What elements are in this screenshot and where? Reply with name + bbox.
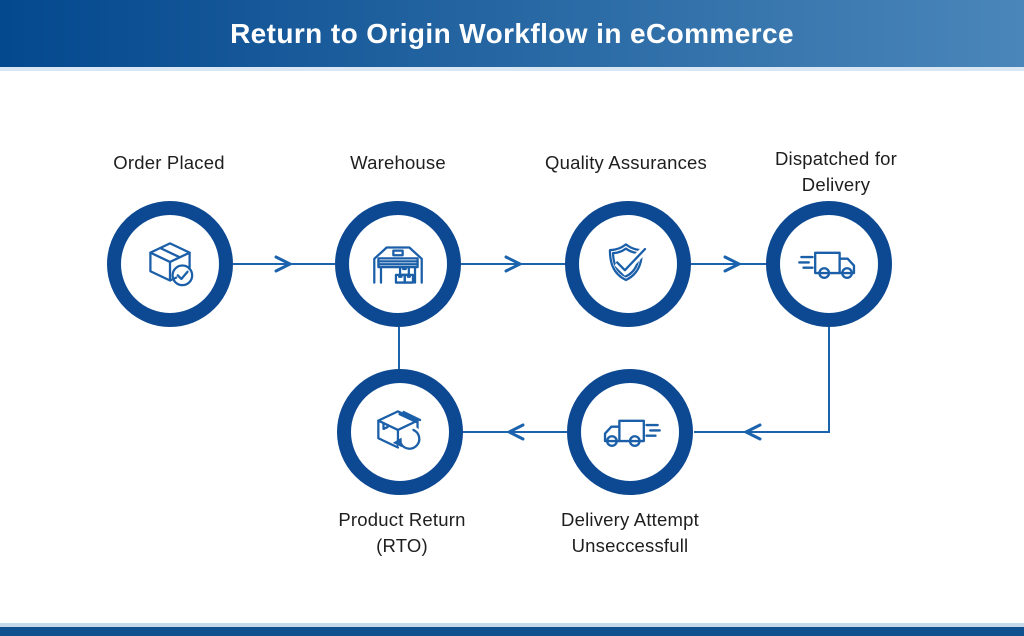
node-label-warehouse: Warehouse xyxy=(350,152,446,173)
node-product-return-rto xyxy=(337,369,463,495)
arrowhead-right-icon xyxy=(274,255,294,273)
arrowhead-right-icon xyxy=(504,255,524,273)
edge-dispatched-to-delivery-attempt xyxy=(694,327,830,433)
node-label-product-return-rto: Product Return (RTO) xyxy=(338,509,466,556)
shield-check-icon xyxy=(608,243,648,282)
node-label-quality-assurances: Quality Assurances xyxy=(545,152,707,173)
node-warehouse xyxy=(335,201,461,327)
header-banner: Return to Origin Workflow in eCommerce xyxy=(0,0,1024,71)
node-delivery-attempt-unsuccessful xyxy=(567,369,693,495)
node-label-order-placed: Order Placed xyxy=(113,152,225,173)
arrowhead-left-icon xyxy=(742,423,762,441)
page-title: Return to Origin Workflow in eCommerce xyxy=(230,17,794,49)
footer-accent-line xyxy=(0,623,1024,627)
node-order-placed xyxy=(107,201,233,327)
warehouse-icon xyxy=(373,246,423,284)
speeding-truck-right-icon xyxy=(798,251,856,279)
arrowhead-right-icon xyxy=(723,255,743,273)
arrowhead-left-icon xyxy=(505,423,525,441)
package-return-icon xyxy=(377,410,423,453)
footer-bar xyxy=(0,627,1024,636)
package-check-icon xyxy=(149,242,194,287)
speeding-truck-left-icon xyxy=(603,419,661,447)
node-label-delivery-attempt-unsuccessful: Delivery Attempt Unseccessfull xyxy=(561,509,699,556)
node-quality-assurances xyxy=(565,201,691,327)
node-dispatched-for-delivery xyxy=(766,201,892,327)
node-label-dispatched-for-delivery: Dispatched for Delivery xyxy=(774,148,898,195)
